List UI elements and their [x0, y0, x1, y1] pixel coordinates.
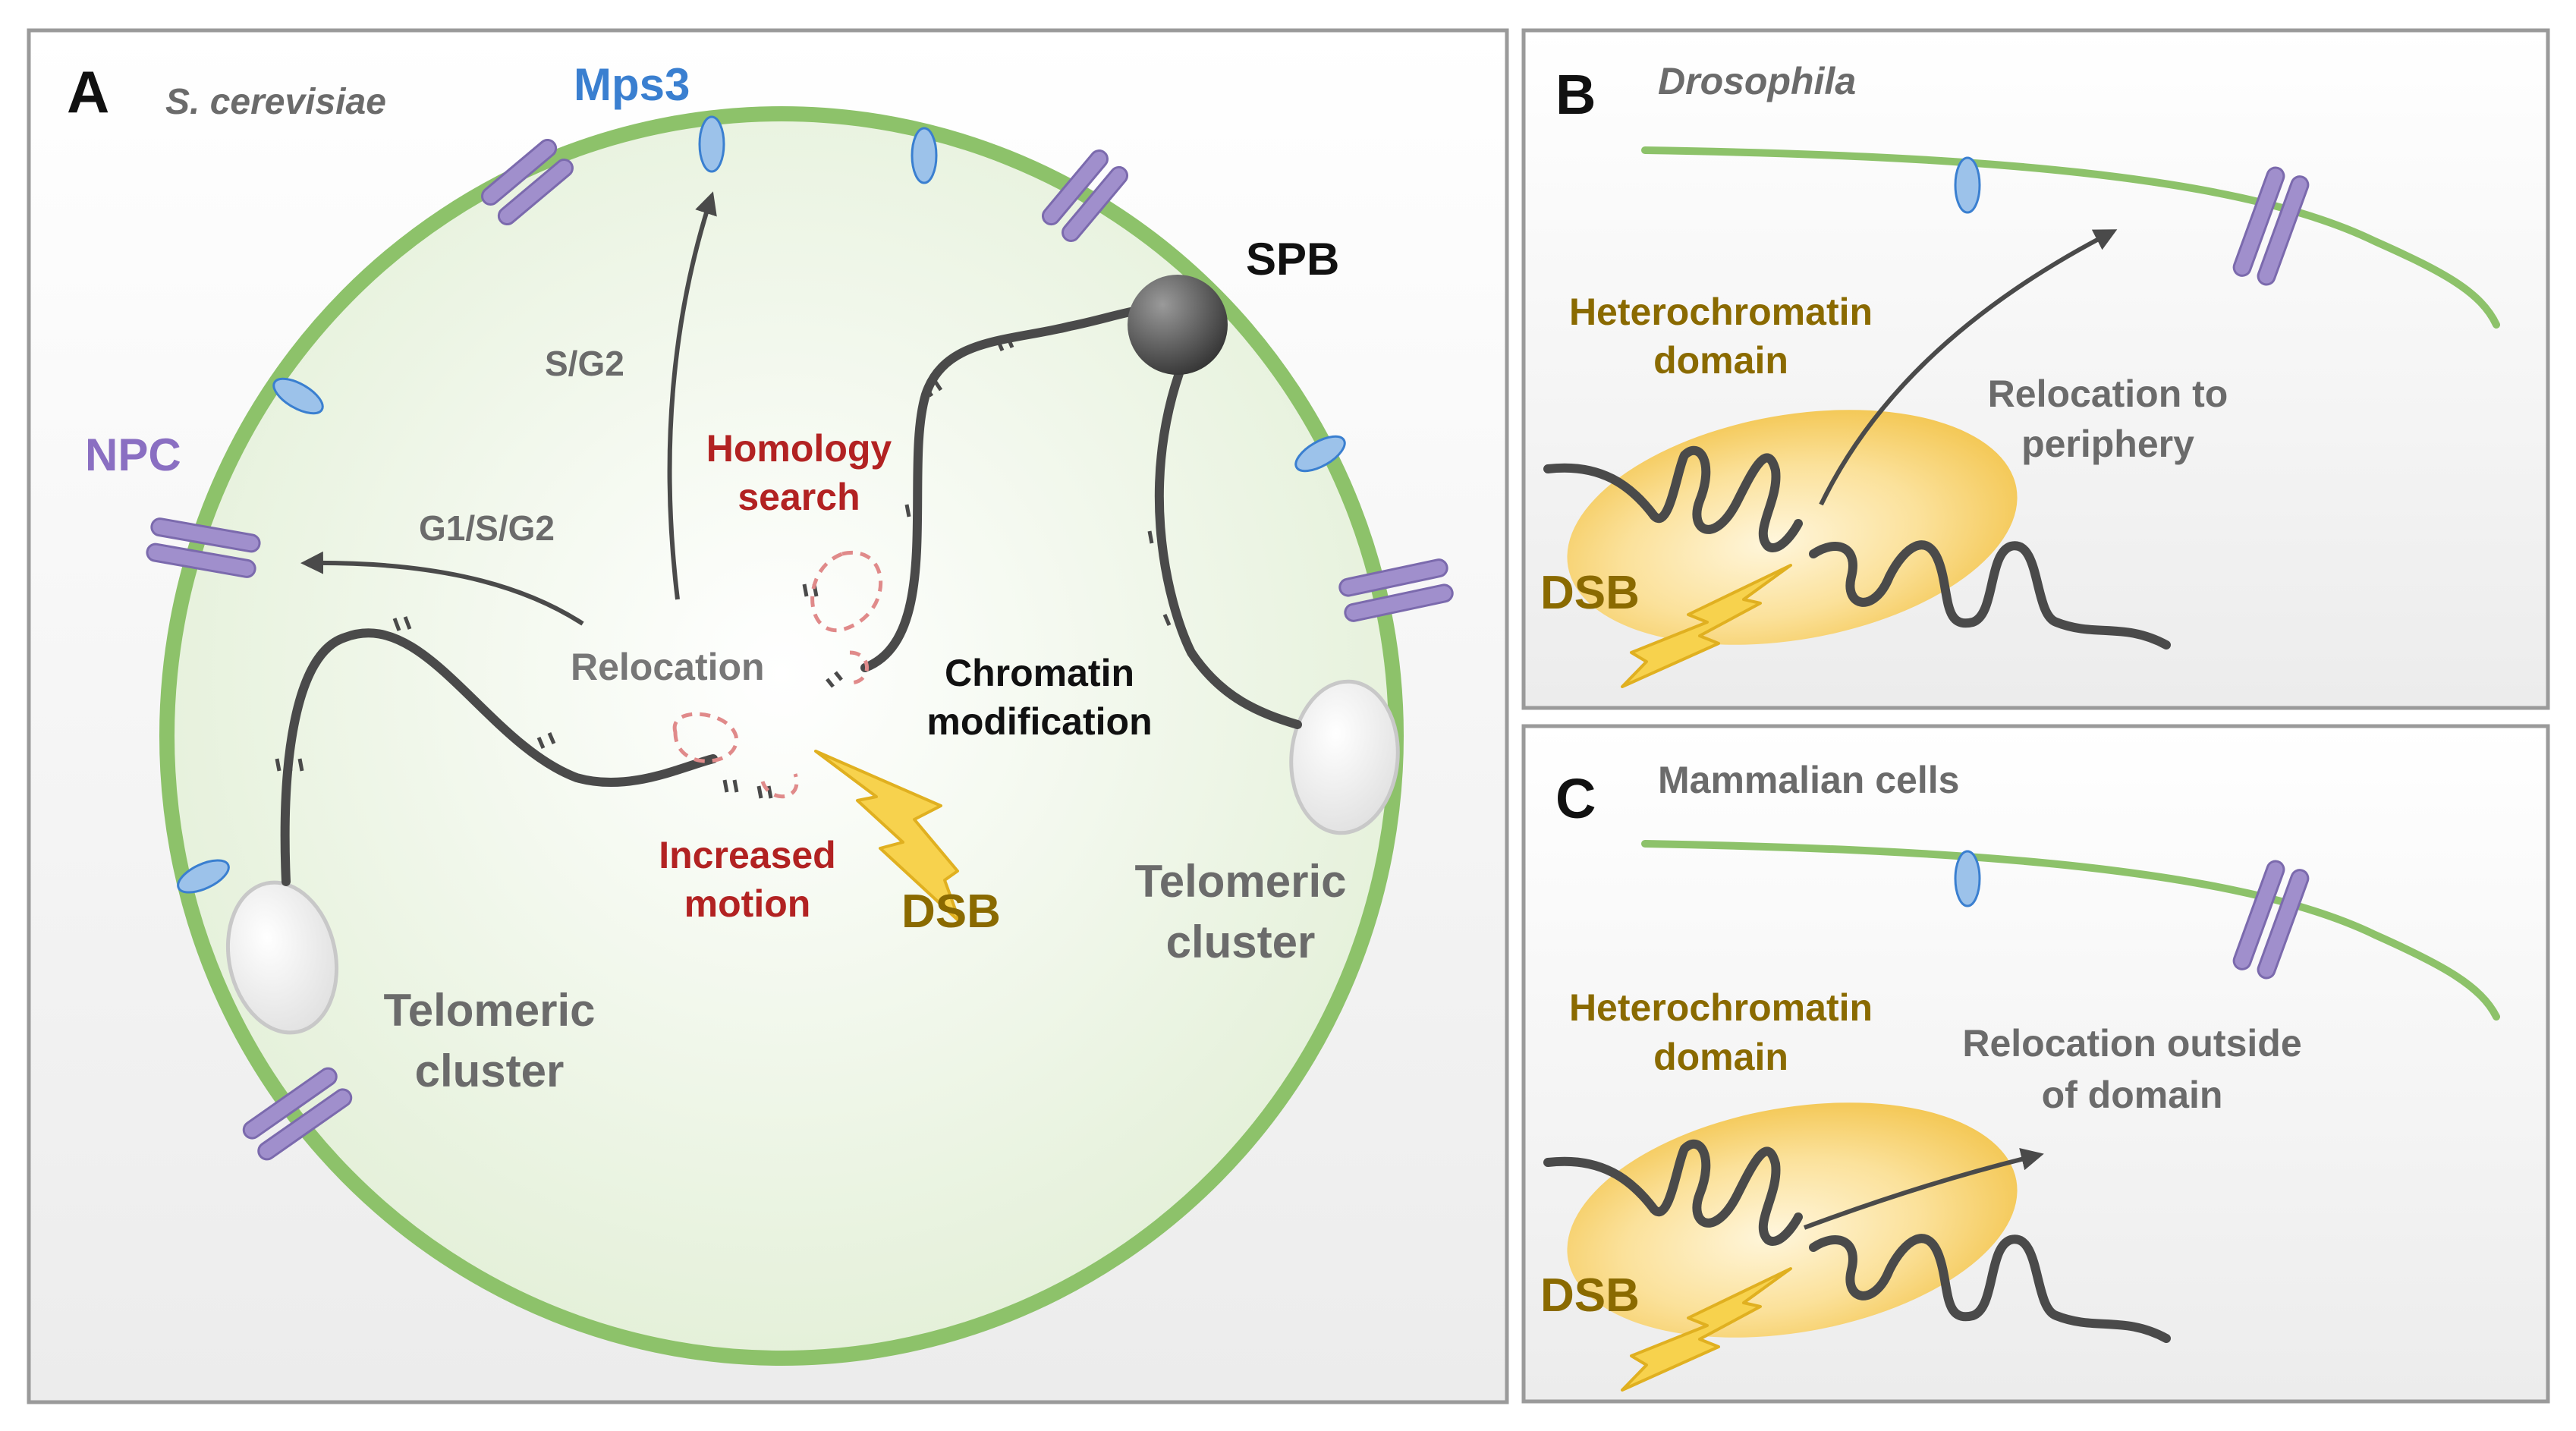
npc-pore-b: [2232, 166, 2310, 286]
chromatin-modification-label-1: Chromatin: [945, 652, 1134, 694]
relocation-label-c-2: of domain: [2042, 1074, 2223, 1116]
dsb-lightning-b: [1621, 564, 1792, 688]
relocation-arrows: [300, 191, 717, 626]
increased-motion-label-2: motion: [684, 882, 811, 925]
npc-pore: [1338, 558, 1454, 622]
npc-pores: [146, 138, 1454, 1161]
chromatin-fiber-right: [1154, 329, 1302, 729]
spb-label: SPB: [1246, 234, 1339, 285]
arrow-g1-s-g2: [300, 551, 584, 626]
mps3-oval: [177, 859, 230, 894]
relocation-label-b-2: periphery: [2021, 423, 2194, 465]
homology-search-label-2: search: [738, 476, 860, 518]
chromatin-b: [1543, 445, 2171, 649]
npc-pore: [481, 138, 574, 226]
dsb-lightning-c: [1621, 1267, 1792, 1392]
mps3-oval-c: [1954, 850, 1981, 907]
relocation-label-b-1: Relocation to: [1988, 373, 2228, 415]
telomeric-cluster-left-shape: [225, 880, 339, 1035]
npc-pore: [1041, 149, 1129, 242]
arrow-s-g2: [667, 191, 717, 600]
telomeric-cluster-right-shape: [1289, 679, 1400, 835]
heterochromatin-label-c-2: domain: [1653, 1036, 1788, 1078]
telomeric-cluster-left-label-1: Telomeric: [384, 985, 596, 1036]
organism-drosophila: Drosophila: [1658, 60, 1856, 102]
npc-pore: [146, 517, 261, 578]
chromatin-modification-label-2: modification: [926, 700, 1152, 743]
chromatin-c: [1543, 1139, 2171, 1343]
relocation-label-c-1: Relocation outside: [1962, 1022, 2301, 1065]
npc-pore-c: [2232, 860, 2310, 980]
telomeric-cluster-left-label-2: cluster: [415, 1046, 565, 1096]
mps3-oval: [1294, 435, 1346, 473]
organism-mammalian-cells: Mammalian cells: [1658, 759, 1959, 801]
relocation-arrow-c: [1803, 1148, 2044, 1230]
mps3-oval: [272, 377, 324, 415]
relocation-label: Relocation: [571, 646, 765, 688]
chromatin-fibers: [280, 303, 1302, 886]
motion-dashed-circles: [672, 550, 883, 799]
panel-c-letter: C: [1555, 767, 1596, 830]
panel-a: A S. cerevisiae Mps3 NPC SPB S/G2 G1/S/G…: [27, 28, 1509, 1404]
npc-label: NPC: [85, 429, 181, 480]
panel-c: C Mammalian cells Heterochromatin domain…: [1521, 724, 2550, 1404]
chromatin-fiber-center: [860, 303, 1179, 672]
mps3-label: Mps3: [574, 59, 690, 110]
heterochromatin-label-b-1: Heterochromatin: [1569, 291, 1873, 333]
npc-pore: [242, 1067, 353, 1161]
dsb-label-a: DSB: [901, 885, 1001, 938]
panel-b-letter: B: [1555, 63, 1596, 126]
g1-s-g2-label: G1/S/G2: [419, 508, 555, 548]
homology-search-label-1: Homology: [706, 427, 892, 470]
dsb-label-b: DSB: [1540, 567, 1640, 619]
dsb-label-c: DSB: [1540, 1269, 1640, 1322]
relocation-arrow-b: [1819, 229, 2118, 506]
spindle-pole-body: [1128, 275, 1228, 375]
mps3-oval: [911, 127, 938, 184]
panel-b: B Drosophila Heterochromatin domain Relo…: [1521, 28, 2550, 710]
mps3-oval-b: [1954, 156, 1981, 214]
dsb-lightning: [814, 750, 961, 923]
organism-s-cerevisiae: S. cerevisiae: [165, 82, 386, 122]
telomeric-cluster-right-label-1: Telomeric: [1135, 856, 1347, 907]
s-g2-label: S/G2: [545, 344, 624, 383]
increased-motion-label-1: Increased: [659, 834, 835, 876]
telomeric-cluster-right-label-2: cluster: [1166, 917, 1316, 967]
mps3-oval: [698, 115, 725, 173]
panel-a-letter: A: [67, 58, 109, 125]
chromatin-fiber-left: [280, 628, 718, 886]
heterochromatin-label-c-1: Heterochromatin: [1569, 986, 1873, 1029]
mps3-proteins: [177, 115, 1346, 894]
heterochromatin-label-b-2: domain: [1653, 339, 1788, 382]
